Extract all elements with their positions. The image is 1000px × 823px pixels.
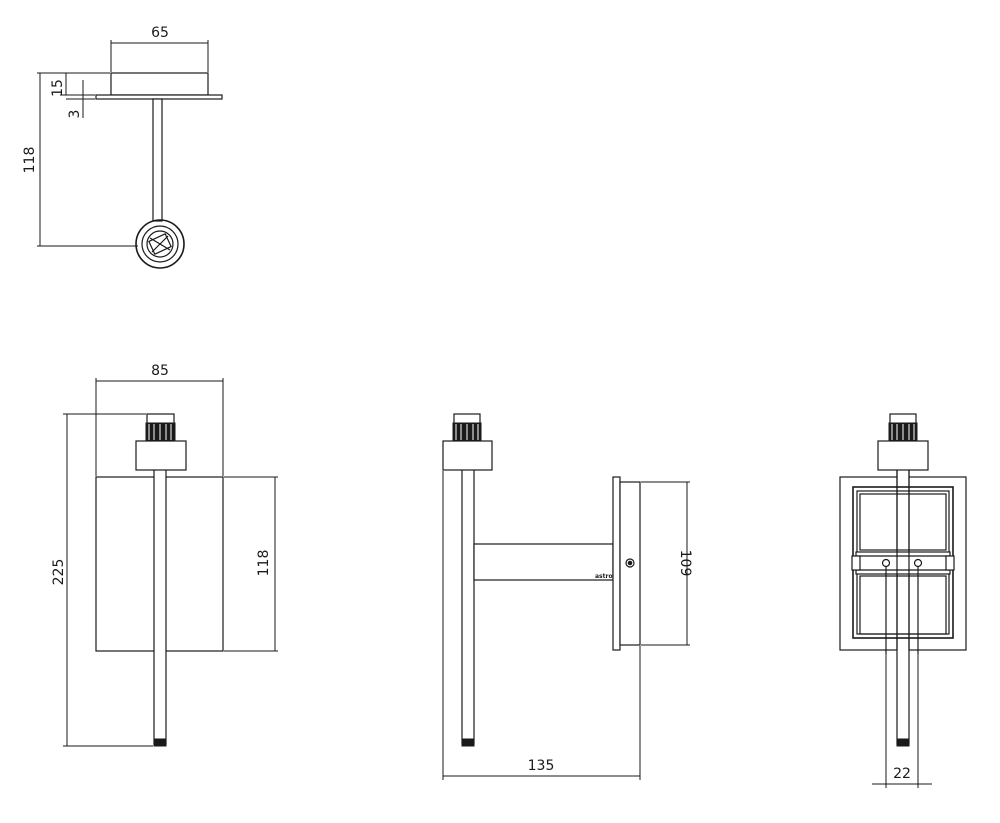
side-view-logo: astro [595,573,613,580]
dim-front-height: 225 [51,413,153,747]
dim-label-118-front: 118 [256,550,272,577]
back-view-rod [896,467,910,745]
dim-label-3: 3 [67,110,83,119]
top-view: 65 118 15 3 [22,25,223,269]
front-view-head-block [135,440,187,471]
back-view-mounting-bar [851,551,955,654]
dim-top-projection: 118 [22,72,138,247]
dim-back-slot: 22 [872,654,932,788]
back-view-rod-end [896,738,910,747]
dim-front-plate-height: 118 [224,476,278,652]
side-view-head-block [442,440,493,471]
front-view-rod [153,467,167,745]
dim-label-85: 85 [151,363,169,379]
top-view-arm [152,98,163,222]
dim-front-width: 85 [95,363,224,476]
side-view-rod [461,467,475,745]
side-view-flange [612,476,621,651]
back-view-lower-compartment [859,575,947,635]
dim-label-118-top: 118 [22,147,38,174]
dim-label-65: 65 [151,25,169,41]
dim-side-plate-height: 109 [641,481,693,646]
front-view: 85 225 118 [51,363,278,747]
top-view-lamp-head [135,219,185,269]
top-view-backplate [110,72,209,96]
side-view-screw [625,558,635,568]
dim-label-109: 109 [677,550,693,577]
dim-top-width: 65 [110,25,209,72]
back-view-head-block [877,440,929,471]
back-view: 22 [839,413,967,788]
dim-label-22: 22 [893,766,911,782]
dim-top-depth: 15 [50,73,95,97]
side-view-rod-end [461,738,475,747]
back-view-lamp-thread [888,413,918,442]
dim-side-projection: 135 [442,471,641,780]
side-view-lamp-thread [452,413,482,442]
dim-top-plate: 3 [66,80,95,118]
dim-label-135: 135 [528,758,555,774]
side-view-arm [473,543,614,581]
dim-label-225: 225 [51,559,67,586]
front-view-rod-end [153,738,167,747]
dim-label-15: 15 [50,79,66,97]
front-view-lamp-thread [145,413,176,442]
side-view: astro 109 135 [442,413,693,780]
back-view-upper-compartment [859,493,947,551]
